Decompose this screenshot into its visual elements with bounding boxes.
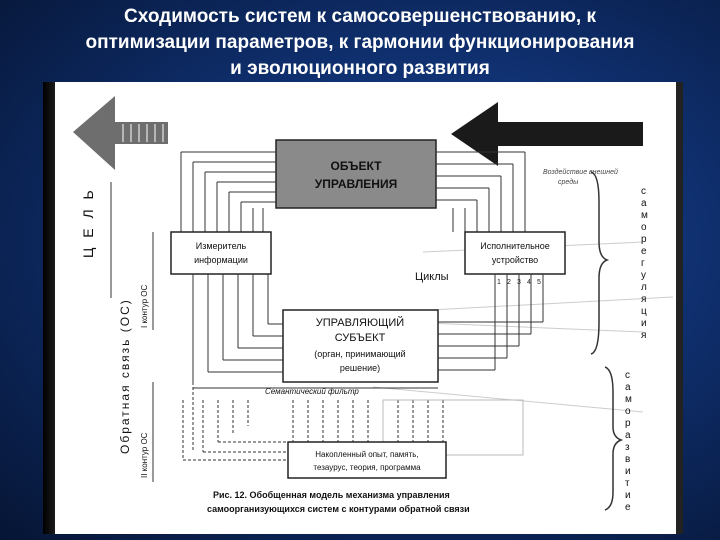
executor-box [464, 231, 566, 275]
self-regulation-brace [590, 171, 610, 355]
executor-label-2: устройство [492, 255, 538, 265]
self-regulation-letter: ц [641, 306, 647, 317]
self-regulation-letter: я [641, 330, 646, 341]
self-regulation-letter: р [641, 234, 647, 245]
self-development-letter: м [625, 394, 632, 405]
self-regulation-letter: с [641, 186, 646, 197]
self-development-letter: с [625, 370, 630, 381]
subject-label-1: УПРАВЛЯЮЩИЙ [316, 316, 404, 329]
cycle-number-1: 1 [497, 279, 501, 286]
semantic-filter-label: Семантический фильтр [265, 387, 359, 396]
self-development-letter: о [625, 406, 631, 417]
experience-box [287, 441, 447, 479]
subject-label-4: решение) [340, 363, 380, 373]
title-line-3: и эволюционного развития [230, 58, 490, 79]
faint-background-box [382, 399, 524, 456]
self-development-letter: т [625, 478, 630, 489]
subject-box [282, 309, 439, 383]
second-contour-lines [182, 382, 444, 461]
object-box [275, 139, 437, 209]
self-development-letter: а [625, 430, 631, 441]
diagram-panel: ОБЪЕКТ УПРАВЛЕНИЯ Воздействие внешней ср… [43, 82, 683, 534]
object-label-2: УПРАВЛЕНИЯ [315, 177, 397, 191]
self-development-letter: з [625, 442, 630, 453]
meter-to-subject-lines [192, 274, 283, 382]
experience-label-2: тезаурус, теория, программа [313, 463, 421, 472]
subject-to-executor-lines [438, 274, 544, 371]
external-influence-arrow [451, 102, 643, 166]
self-regulation-letter: я [641, 294, 646, 305]
scan-edge-left [43, 82, 55, 534]
title-line-1: Сходимость систем к самосовершенствовани… [124, 6, 596, 27]
caption-line-2: самоорганизующихся систем с контурами об… [207, 504, 470, 514]
experience-label-1: Накопленный опыт, память, [315, 450, 418, 459]
meter-label-1: Измеритель [196, 241, 247, 251]
executor-to-object-lines [436, 151, 526, 232]
self-regulation-letter: а [641, 198, 647, 209]
self-development-letters: с а м о р а з в и т и е [625, 370, 632, 513]
contour-1-label: I контур ОС [140, 285, 149, 328]
executor-label-1: Исполнительное [480, 241, 550, 251]
self-regulation-letter: м [641, 210, 648, 221]
subject-label-2: СУБЪЕКТ [335, 332, 386, 344]
feedback-label: Обратная связь (ОС) [118, 298, 132, 454]
slide-title: Сходимость систем к самосовершенствовани… [0, 4, 720, 82]
caption-line-1: Рис. 12. Обобщенная модель механизма упр… [213, 490, 450, 500]
cycle-number-5: 5 [537, 279, 541, 286]
cycles-label: Циклы [415, 271, 449, 283]
self-development-letter: е [625, 502, 631, 513]
meter-box [170, 231, 272, 275]
self-development-letter: р [625, 418, 631, 429]
self-development-letter: и [625, 466, 631, 477]
scan-edge-right [676, 82, 683, 534]
self-regulation-letter: и [641, 318, 647, 329]
self-regulation-letter: л [641, 282, 647, 293]
self-regulation-letter: у [641, 270, 646, 281]
subject-label-3: (орган, принимающий [314, 349, 405, 359]
object-to-meter-lines [180, 151, 276, 232]
self-development-letter: и [625, 490, 631, 501]
title-line-2: оптимизации параметров, к гармонии функц… [85, 32, 635, 53]
self-development-brace [604, 366, 624, 511]
contour-2-label: II контур ОС [140, 432, 149, 478]
self-regulation-letter: о [641, 222, 647, 233]
self-development-letter: в [625, 454, 630, 465]
goal-label: Ц Е Л Ь [80, 187, 96, 258]
meter-label-2: информации [194, 255, 248, 265]
external-label-1: Воздействие внешней [543, 168, 618, 176]
object-label-1: ОБЪЕКТ [331, 159, 383, 173]
goal-arrow [73, 96, 168, 170]
self-regulation-letters: с а м о р е г у л я ц и я [641, 186, 648, 341]
diagram-svg: ОБЪЕКТ УПРАВЛЕНИЯ Воздействие внешней ср… [73, 96, 674, 514]
self-regulation-letter: г [641, 258, 645, 269]
cycle-number-2: 2 [507, 279, 511, 286]
self-regulation-letter: е [641, 246, 647, 257]
self-development-letter: а [625, 382, 631, 393]
external-label-2: среды [558, 178, 579, 186]
cycle-number-4: 4 [527, 279, 531, 286]
